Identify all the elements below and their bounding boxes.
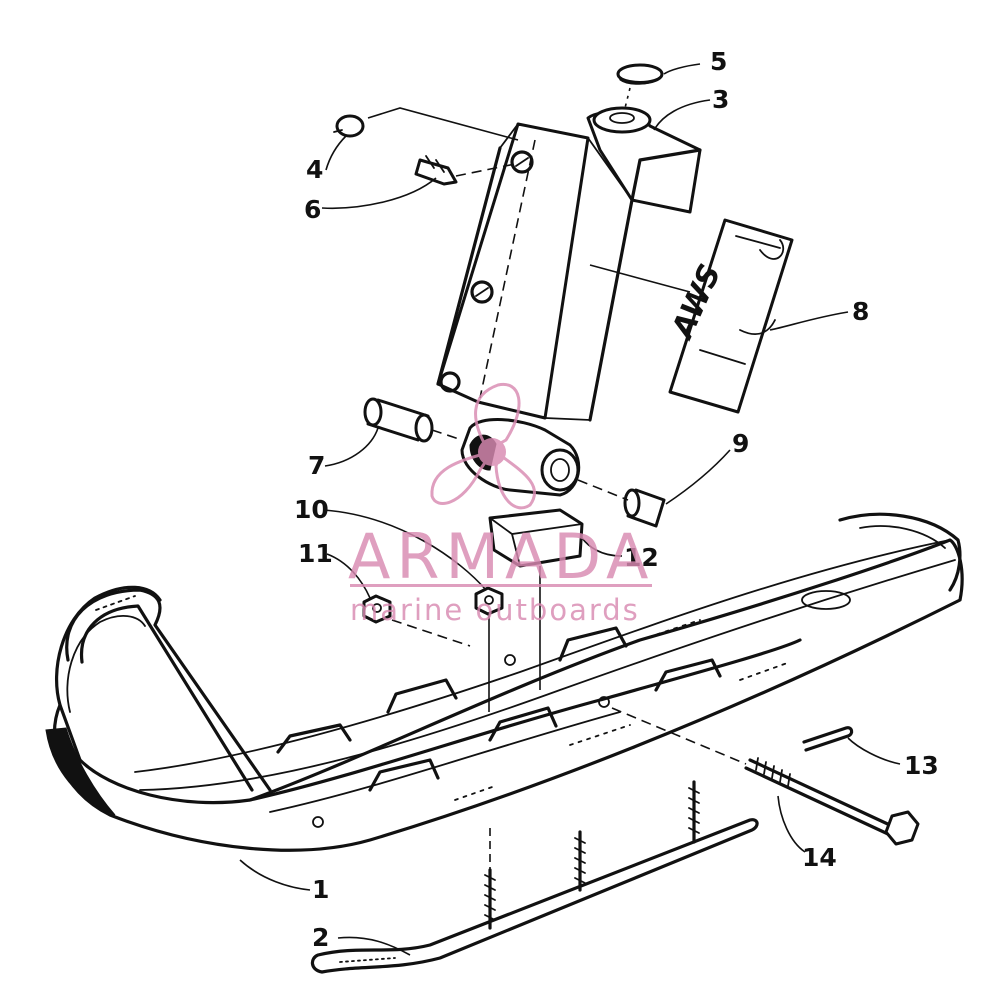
callout-7: 7: [308, 451, 325, 480]
ski-runner: [310, 780, 759, 974]
callout-1: 1: [312, 875, 329, 904]
part-callouts: 1 2 3 4 5 6 7 8 9 10 11 12 13 14: [294, 47, 939, 952]
callout-4: 4: [306, 155, 323, 184]
callout-5: 5: [710, 47, 727, 76]
rubber-block: [488, 508, 584, 690]
callout-3: 3: [712, 85, 729, 114]
callout-9: 9: [732, 429, 749, 458]
plug: [616, 63, 664, 109]
callout-8: 8: [852, 297, 869, 326]
propeller-logo-icon: [430, 382, 537, 510]
callout-6: 6: [304, 195, 321, 224]
watermark-subtitle: marine outboards: [350, 593, 640, 627]
lock-nut-11: [362, 594, 471, 647]
cotter-pin: [802, 726, 854, 752]
bushing-ring: [577, 479, 666, 528]
bushing-sleeve: [363, 397, 463, 443]
callout-2: 2: [312, 923, 329, 952]
grease-fitting: [414, 155, 516, 186]
callout-10: 10: [294, 495, 329, 524]
watermark: ARMADA marine outboards: [348, 382, 654, 627]
watermark-rule: [350, 584, 652, 587]
fitting-cap: [333, 107, 519, 141]
watermark-title: ARMADA: [348, 520, 654, 593]
callout-11: 11: [298, 539, 333, 568]
ski-handle-loop: [65, 588, 272, 792]
lock-nut-10: [474, 586, 504, 712]
spindle-bracket: [436, 106, 702, 497]
bolt: [611, 707, 920, 846]
callout-12: 12: [624, 543, 659, 572]
leader-lines: [239, 63, 901, 956]
callout-14: 14: [802, 843, 837, 872]
aws-decal: AWS: [665, 218, 794, 414]
callout-13: 13: [904, 751, 939, 780]
